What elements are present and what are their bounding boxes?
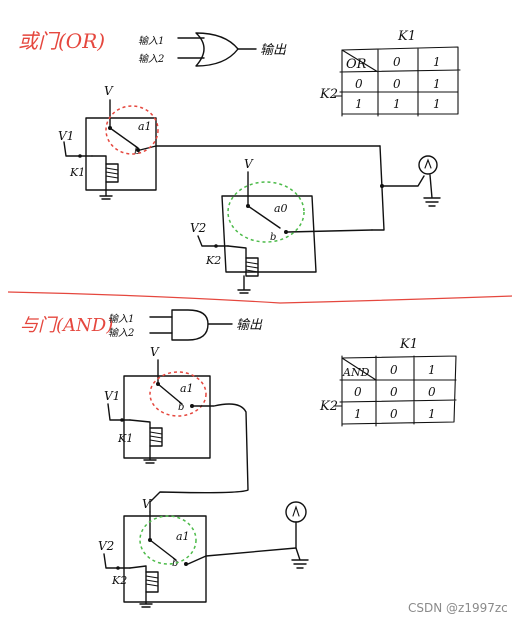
and-table-cell: 1 <box>428 407 436 421</box>
or-relay1-a: a1 <box>138 120 152 133</box>
or-relay1-k: K1 <box>69 166 85 179</box>
and-relay1-v: V <box>150 345 160 359</box>
or-table-row-0-label: 0 <box>355 77 363 91</box>
or-section: 或门(OR) 输入1 输入2 输出 K1 K2 OR 0 1 0 0 1 1 1… <box>18 29 461 294</box>
watermark: CSDN @z1997zc <box>408 601 508 615</box>
and-relay2-vin: V2 <box>98 539 114 553</box>
and-input1-label: 输入1 <box>108 313 134 325</box>
and-gate-symbol <box>149 309 233 341</box>
or-table-cell: 0 <box>393 77 401 91</box>
or-table-cell: 1 <box>433 97 441 111</box>
and-relay1-b: b <box>178 402 184 413</box>
and-input2-label: 输入2 <box>108 327 134 339</box>
or-relay1-b: b <box>134 146 140 157</box>
and-title: 与门(AND) <box>20 315 113 336</box>
or-relay-2: V a0 b V2 K2 <box>190 157 373 294</box>
or-relay2-vin: V2 <box>190 221 206 235</box>
or-relay1-v: V <box>104 84 114 98</box>
and-section: 与门(AND) 输入1 输入2 输出 K1 K2 AND 0 1 0 0 0 1… <box>20 309 457 608</box>
or-table-cell: 1 <box>393 97 401 111</box>
and-table-corner: AND <box>342 366 370 379</box>
or-output-label: 输出 <box>260 43 287 58</box>
or-relay2-v: V <box>244 157 254 171</box>
or-table-row-header: K2 <box>319 87 338 102</box>
and-table-cell: 0 <box>390 385 398 399</box>
and-table-col-header: K1 <box>399 337 418 352</box>
and-relay1-a: a1 <box>180 382 194 395</box>
and-table-cell: 0 <box>390 407 398 421</box>
or-input1-label: 输入1 <box>138 35 164 47</box>
or-gate-symbol <box>177 32 257 67</box>
or-output-lamp <box>418 155 441 207</box>
or-relay2-k: K2 <box>205 254 221 267</box>
and-relay2-a: a1 <box>176 530 190 543</box>
or-table-row-1-label: 1 <box>355 97 363 111</box>
or-table-corner: OR <box>346 57 367 72</box>
and-output-label: 输出 <box>236 318 263 333</box>
and-relay2-v: V <box>142 497 152 511</box>
section-divider <box>7 291 513 304</box>
and-relay-1: V a1 b V1 K1 <box>104 345 211 464</box>
and-relay2-b: b <box>172 558 178 569</box>
and-table-row-0-label: 0 <box>354 385 362 399</box>
or-relay2-b: b <box>270 232 276 243</box>
or-table-col-0: 0 <box>393 55 401 69</box>
or-table-cell: 1 <box>433 77 441 91</box>
or-title: 或门(OR) <box>18 29 105 53</box>
and-truth-table: K1 K2 AND 0 1 0 0 0 1 0 1 <box>319 337 457 427</box>
and-relay2-k: K2 <box>111 574 127 587</box>
or-relay2-a: a0 <box>274 202 288 215</box>
or-truth-table: K1 K2 OR 0 1 0 0 1 1 1 1 <box>319 29 461 117</box>
and-table-col-0: 0 <box>390 363 398 377</box>
and-table-cell: 0 <box>428 385 436 399</box>
and-table-col-1: 1 <box>428 363 436 377</box>
or-input2-label: 输入2 <box>138 53 164 65</box>
and-relay1-k: K1 <box>117 432 133 445</box>
and-output-lamp <box>285 501 309 569</box>
and-table-row-1-label: 1 <box>354 407 362 421</box>
or-table-col-1: 1 <box>433 55 441 69</box>
and-table-row-header: K2 <box>319 399 338 414</box>
or-relay1-vin: V1 <box>58 129 74 143</box>
and-relay-2: V a1 b V2 K2 <box>98 497 297 608</box>
or-table-col-header: K1 <box>397 29 416 44</box>
or-relay-1: V a1 b V1 K1 <box>58 84 381 200</box>
and-relay1-vin: V1 <box>104 389 120 403</box>
